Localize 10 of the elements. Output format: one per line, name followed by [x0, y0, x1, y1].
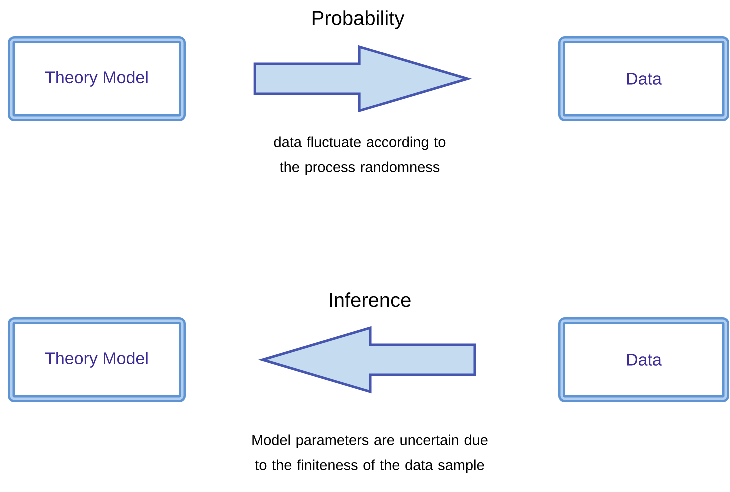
- model-box: Data: [558, 36, 730, 122]
- description-text: data fluctuate according to the process randomness: [274, 136, 446, 176]
- description-text: Model parameters are uncertain due to the finiteness of the data sample: [252, 434, 488, 474]
- block-arrow: [258, 326, 476, 394]
- block-arrow: [254, 45, 472, 113]
- model-box: Data: [558, 318, 730, 402]
- model-box: Theory Model: [8, 318, 186, 402]
- arrow-label: Probability: [312, 10, 405, 30]
- arrow-label: Inference: [330, 292, 411, 308]
- model-box: Theory Model: [8, 36, 186, 122]
